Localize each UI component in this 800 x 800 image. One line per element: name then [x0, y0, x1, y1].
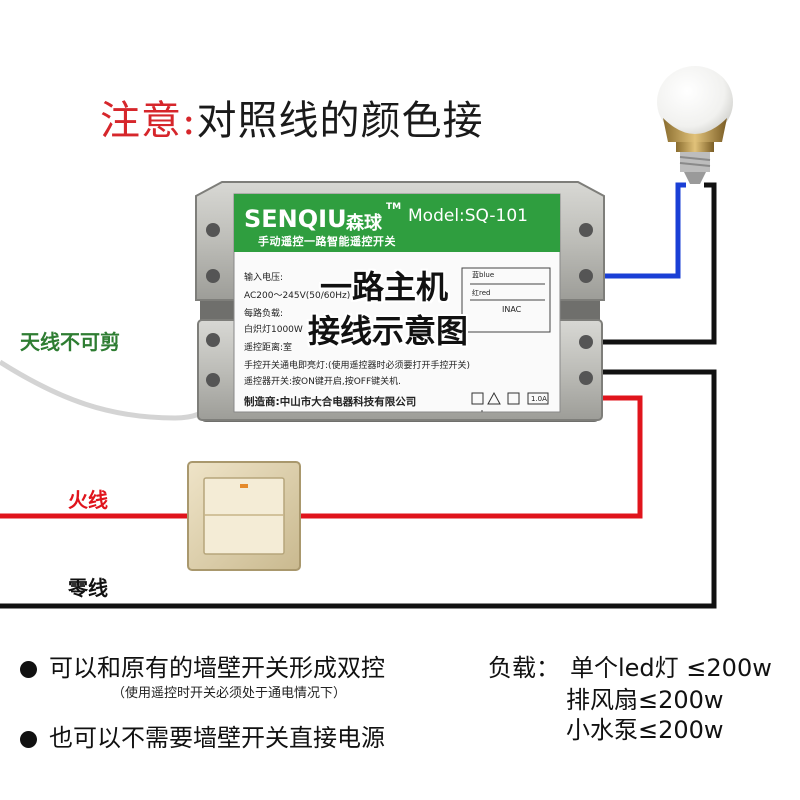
bullet-item-1: 可以和原有的墙壁开关形成双控	[20, 648, 385, 683]
page-title: 注意:对照线的颜色接	[100, 88, 483, 146]
neutral-wire-label: 零线	[68, 576, 108, 600]
controller-device	[195, 181, 605, 422]
spec-voltage: AC200～245V(50/60Hz)	[244, 291, 351, 301]
antenna-label: 天线不可剪	[20, 330, 120, 354]
live-wire	[0, 395, 643, 519]
manufacturer: 制造商:中山市大合电器科技有限公司	[244, 396, 417, 408]
spec-manual: 手控开关通电即亮灯:(使用遥控器时必须要打开手控开关)	[244, 361, 471, 371]
title-text: 对照线的颜色接	[196, 98, 484, 144]
bullet-item-2: 也可以不需要墙壁开关直接电源	[20, 718, 385, 753]
terminal-blue-label: 蓝blue	[472, 271, 495, 279]
device-brand: SENQIU	[244, 205, 347, 233]
live-wire-label: 火线	[68, 488, 108, 512]
antenna-wire	[0, 359, 217, 421]
load-item-fan: 排风扇≤200w	[566, 686, 724, 714]
bullet-text-1: 可以和原有的墙壁开关形成双控	[49, 654, 385, 682]
wall-switch	[187, 461, 301, 571]
bullet-text-2: 也可以不需要墙壁开关直接电源	[49, 724, 385, 752]
lamp-blue-wire	[596, 182, 686, 279]
trademark-mark: TM	[386, 202, 402, 212]
spec-remote: 遥控器开关:按ON键开启,按OFF键关机.	[244, 377, 402, 387]
fuse-label: 1.0A	[531, 395, 547, 403]
load-item-pump: 小水泵≤200w	[566, 716, 724, 744]
spec-load-label: 每路负载:	[244, 309, 284, 319]
title-warning: 注意:	[100, 98, 197, 144]
bullet-icon	[20, 730, 37, 748]
device-subtitle: 手动遥控一路智能遥控开关	[258, 235, 396, 248]
overlay-title-line2: 接线示意图	[308, 312, 469, 350]
spec-lamp: 白炽灯1000W	[244, 325, 303, 335]
terminal-inac-label: INAC	[502, 305, 522, 314]
spec-range: 遥控距离:室	[244, 343, 293, 353]
bullet-note-1: （使用遥控时开关必须处于通电情况下）	[112, 686, 347, 701]
neutral-wire	[0, 369, 717, 609]
terminal-red-label: 红red	[472, 289, 491, 297]
spec-input-label: 输入电压:	[244, 273, 284, 283]
device-model: Model:SQ-101	[408, 206, 528, 226]
bullet-icon	[20, 660, 37, 678]
load-item-led: 单个led灯 ≤200w	[570, 654, 772, 682]
lamp-neutral-wire	[596, 182, 717, 345]
overlay-title-line1: 一路主机	[320, 268, 449, 306]
device-brand-cn: 森球	[346, 213, 382, 234]
load-label: 负载：	[488, 654, 560, 682]
light-bulb	[657, 66, 733, 184]
